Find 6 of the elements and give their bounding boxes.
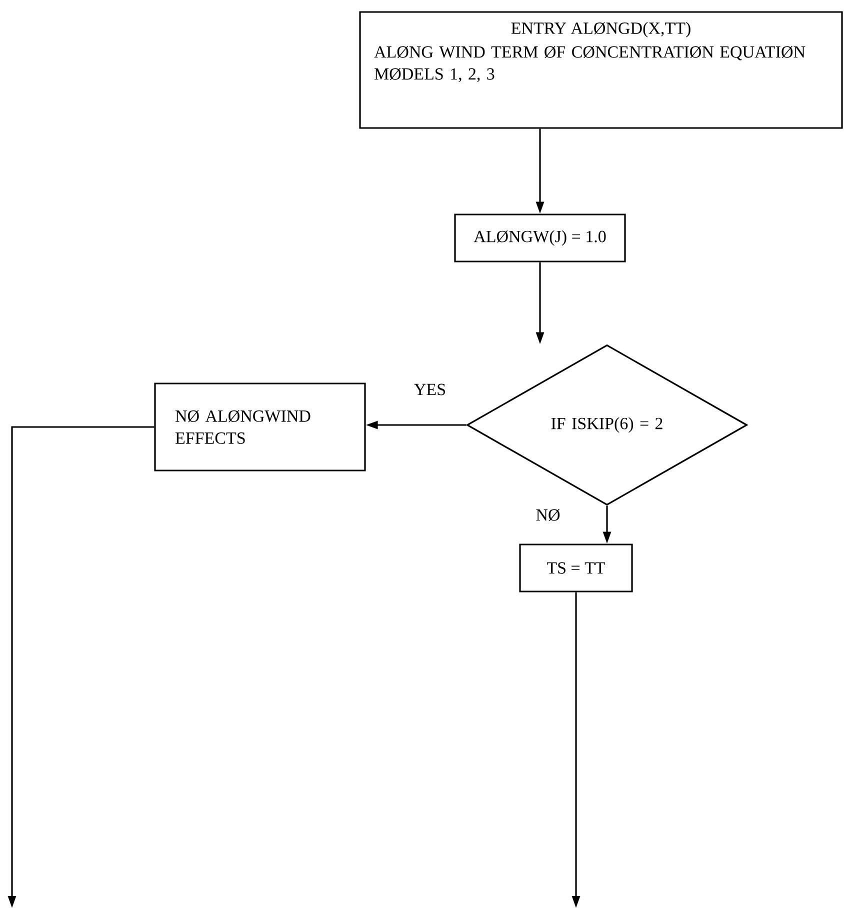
edge-label: YES [412, 382, 448, 398]
process-box: ENTRY ALØNGD(X,TT) ALØNG WIND TERM ØF CØNCENTRATIØN EQUATIØN MØDELS 1, 2, 3 [359, 11, 843, 129]
process-box: NØ ALØNGWIND EFFECTS [154, 382, 366, 472]
process-box: TS = TT [519, 544, 633, 592]
process-box: ALØNGW(J) = 1.0 [454, 214, 626, 262]
edge-label: NØ [534, 507, 562, 523]
